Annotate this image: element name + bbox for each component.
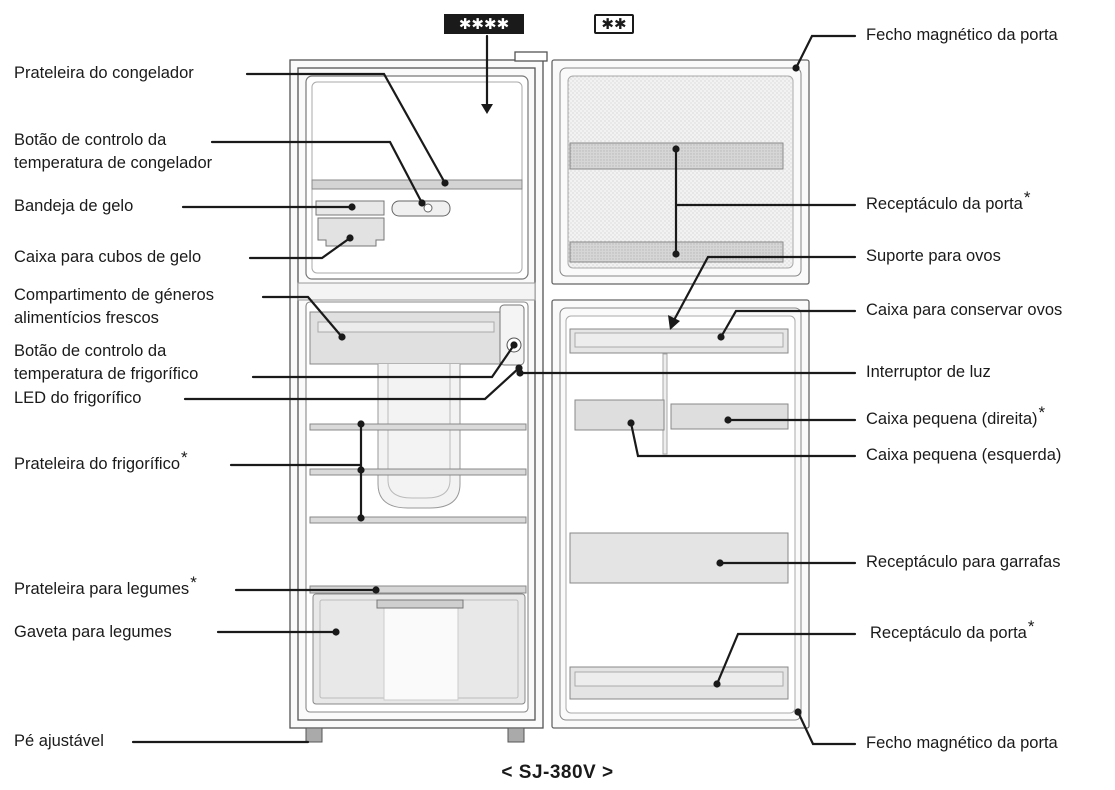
label-light-switch: Interruptor de luz [866, 363, 991, 381]
leader-dots [332, 64, 802, 716]
label-egg-holder: Suporte para ovos [866, 247, 1001, 265]
fresh-food-compartment [309, 311, 501, 365]
label-small-box-left: Caixa pequena (esquerda) [866, 446, 1062, 464]
label-ice-tray: Bandeja de gelo [14, 197, 134, 215]
freezer-shelf [311, 179, 523, 190]
model-caption: < SJ-380V > [501, 762, 614, 783]
label-door-receptacle-upper: Receptáculo da porta* [866, 188, 1031, 213]
freezer-star-rating-badge: ✱✱✱✱ [444, 14, 524, 34]
label-bottle-receptacle: Receptáculo para garrafas [866, 553, 1061, 571]
compartment-divider [297, 282, 536, 301]
label-vegetable-drawer: Gaveta para legumes [14, 623, 172, 641]
label-ice-cube-box: Caixa para cubos de gelo [14, 248, 202, 266]
label-freezer-temperature-control: Botão de controlo da temperatura de cong… [14, 131, 213, 172]
egg-holder-arrow-head [668, 315, 680, 330]
light-cover [377, 364, 461, 509]
label-vegetable-shelf: Prateleira para legumes* [14, 573, 197, 598]
label-fridge-shelf: Prateleira do frigorífico* [14, 448, 188, 473]
label-adjustable-foot: Pé ajustável [14, 732, 104, 750]
fridge-control-housing [499, 304, 525, 366]
fridge-compartment [305, 301, 529, 713]
fridge-shelf [309, 423, 527, 431]
fridge-door [551, 299, 810, 729]
fridge-shelf [309, 468, 527, 476]
label-fridge-led: LED do frigorífico [14, 389, 142, 407]
label-door-magnet-upper: Fecho magnético da porta [866, 26, 1058, 44]
freezer-door [551, 59, 810, 285]
leader-lines [131, 34, 857, 746]
small-box-right [670, 403, 789, 430]
fridge-shelf [309, 516, 527, 524]
label-egg-box: Caixa para conservar ovos [866, 301, 1063, 319]
label-fresh-food-compartment: Compartimento de géneros alimentícios fr… [14, 286, 214, 327]
freezer-arrow-head [481, 104, 493, 114]
bottle-receptacle [569, 532, 789, 584]
label-fridge-temperature-control: Botão de controlo da temperatura de frig… [14, 342, 199, 383]
label-door-magnet-lower: Fecho magnético da porta [866, 734, 1058, 752]
small-box-left [574, 399, 665, 431]
ice-cube-box [317, 217, 385, 247]
label-small-box-right: Caixa pequena (direita)* [866, 403, 1046, 428]
door-star-rating-badge: ✱✱ [594, 14, 634, 34]
label-freezer-shelf: Prateleira do congelador [14, 64, 194, 82]
label-door-receptacle-lower: Receptáculo da porta* [870, 617, 1035, 642]
freezer-compartment [305, 75, 529, 280]
adjustable-feet [305, 727, 525, 743]
